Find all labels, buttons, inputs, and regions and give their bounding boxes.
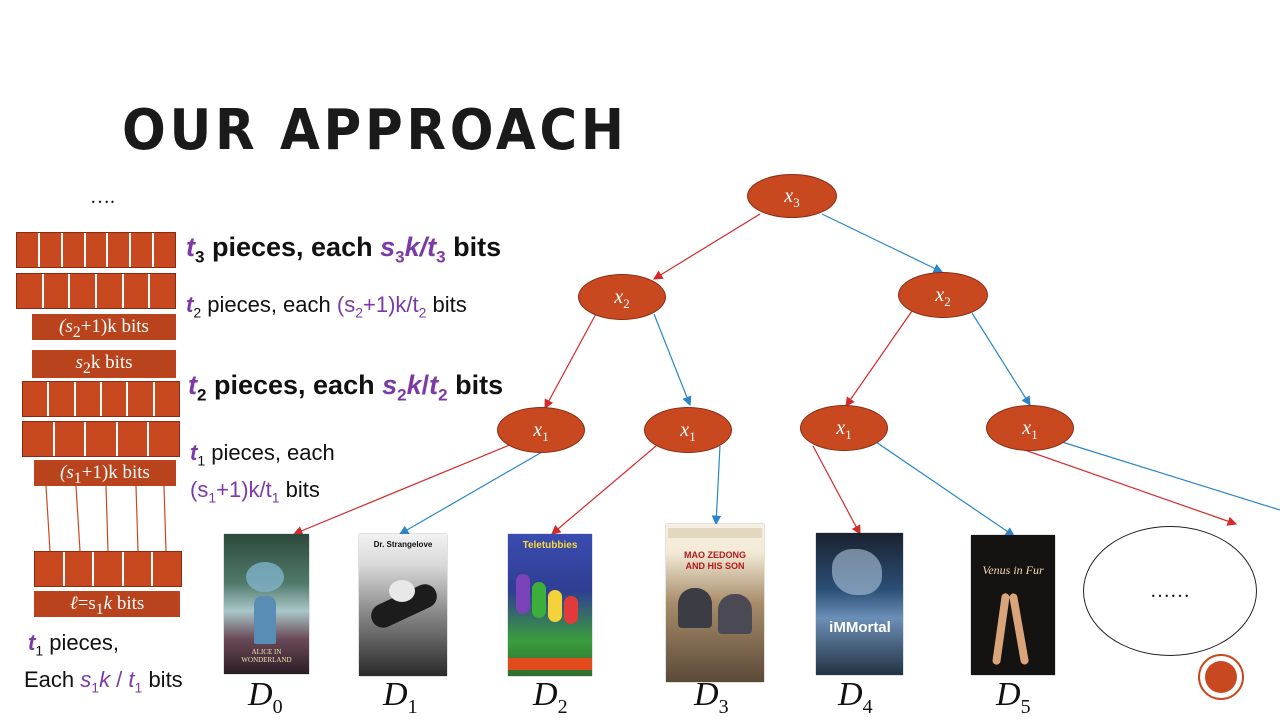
t3-pieces-bar xyxy=(16,232,176,268)
tree-node-level1-3: x1 xyxy=(986,405,1074,451)
tree-edges xyxy=(292,213,1280,537)
t3-pieces-text: t3 pieces, each s3k/t3 bits xyxy=(186,232,502,267)
poster-d2: Teletubbies xyxy=(508,534,592,676)
poster-d0: ALICE IN WONDERLAND xyxy=(224,534,309,674)
decorative-circle-icon xyxy=(1198,654,1244,700)
bottom-pieces-text: t1 pieces, Each s1k / t1 bits xyxy=(24,630,183,696)
poster-d1: Dr. Strangelove xyxy=(359,534,447,676)
poster-d3: MAO ZEDONG AND HIS SON xyxy=(666,524,764,682)
t1-pieces-text: t1 pieces, each (s1+1)k/t1 bits xyxy=(190,440,335,506)
doc-label-d2: D2 xyxy=(533,676,568,718)
tree-node-level2-left: x2 xyxy=(578,274,666,320)
t2-plus-pieces-bar xyxy=(16,273,176,309)
ellipsis-top: …. xyxy=(90,186,115,208)
tree-node-level2-right: x2 xyxy=(898,272,988,318)
doc-label-d4: D4 xyxy=(838,676,873,718)
doc-label-d5: D5 xyxy=(996,676,1031,718)
s2-k-bits-box: s2k bits xyxy=(32,350,176,378)
ell-bits-box: ℓ=s1k bits xyxy=(34,591,180,618)
more-documents-node: …… xyxy=(1083,526,1257,656)
doc-label-d0: D0 xyxy=(248,676,283,718)
t2-pieces-text: t2 pieces, each s2k/t2 bits xyxy=(188,370,504,405)
s2-plus-one-k-bits-box: (s2+1)k bits xyxy=(32,314,176,341)
doc-label-d1: D1 xyxy=(383,676,418,718)
tree-node-level1-1: x1 xyxy=(644,407,732,453)
poster-d5: Venus in Fur xyxy=(971,535,1055,675)
t2-pieces-bar xyxy=(22,381,180,417)
s1-plus-one-k-bits-box: (s1+1)k bits xyxy=(34,460,176,487)
tree-node-level1-2: x1 xyxy=(800,405,888,451)
t1-pieces-bar xyxy=(34,551,182,587)
poster-d4: iMMortal xyxy=(816,533,903,675)
t2-plus-pieces-text: t2 pieces, each (s2+1)k/t2 bits xyxy=(186,292,467,321)
page-title: OUR APPROACH xyxy=(122,98,628,163)
tree-node-root: x3 xyxy=(747,174,837,218)
tree-node-level1-0: x1 xyxy=(497,407,585,453)
doc-label-d3: D3 xyxy=(694,676,729,718)
t1-plus-pieces-bar xyxy=(22,421,180,457)
